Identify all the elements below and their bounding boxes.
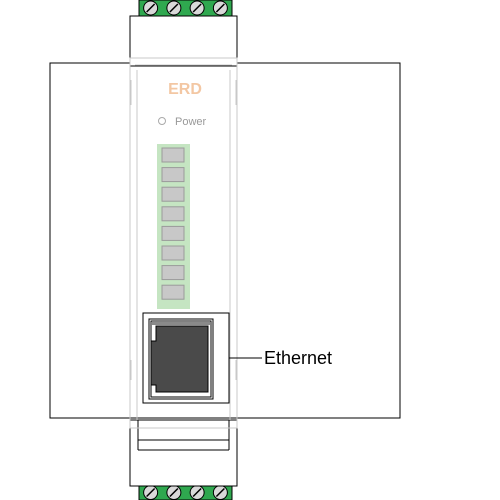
terminal-screw-slot <box>169 487 179 498</box>
led-cell <box>161 225 185 241</box>
ethernet-jack-bezel-top <box>152 322 210 325</box>
terminal-screw-slot <box>169 3 179 13</box>
ethernet-jack-socket <box>150 325 209 393</box>
power-led-icon <box>158 117 166 125</box>
power-label: Power <box>175 116 207 128</box>
terminal-screw-slot <box>215 3 225 13</box>
led-strip <box>157 144 190 309</box>
led-cell <box>161 147 185 163</box>
terminal-screw-slot <box>215 487 225 498</box>
ethernet-port <box>142 312 230 404</box>
ethernet-callout-label: Ethernet <box>264 348 332 368</box>
led-cell <box>161 245 185 261</box>
top-terminal-block <box>138 0 233 17</box>
brand-label: ERD <box>168 81 202 98</box>
front-panel <box>129 57 238 429</box>
terminal-screw-slot <box>146 487 156 498</box>
led-cell <box>161 284 185 300</box>
led-cell <box>161 167 185 183</box>
led-cell <box>161 186 185 202</box>
terminal-screw-slot <box>146 3 156 13</box>
lower-housing-collar <box>129 419 238 487</box>
front-panel-outline <box>129 57 238 429</box>
terminal-screw-slot <box>192 487 202 498</box>
bottom-terminal-block <box>138 484 233 500</box>
terminal-screw-slot <box>192 3 202 13</box>
led-cell <box>161 206 185 222</box>
led-cell <box>161 265 185 281</box>
